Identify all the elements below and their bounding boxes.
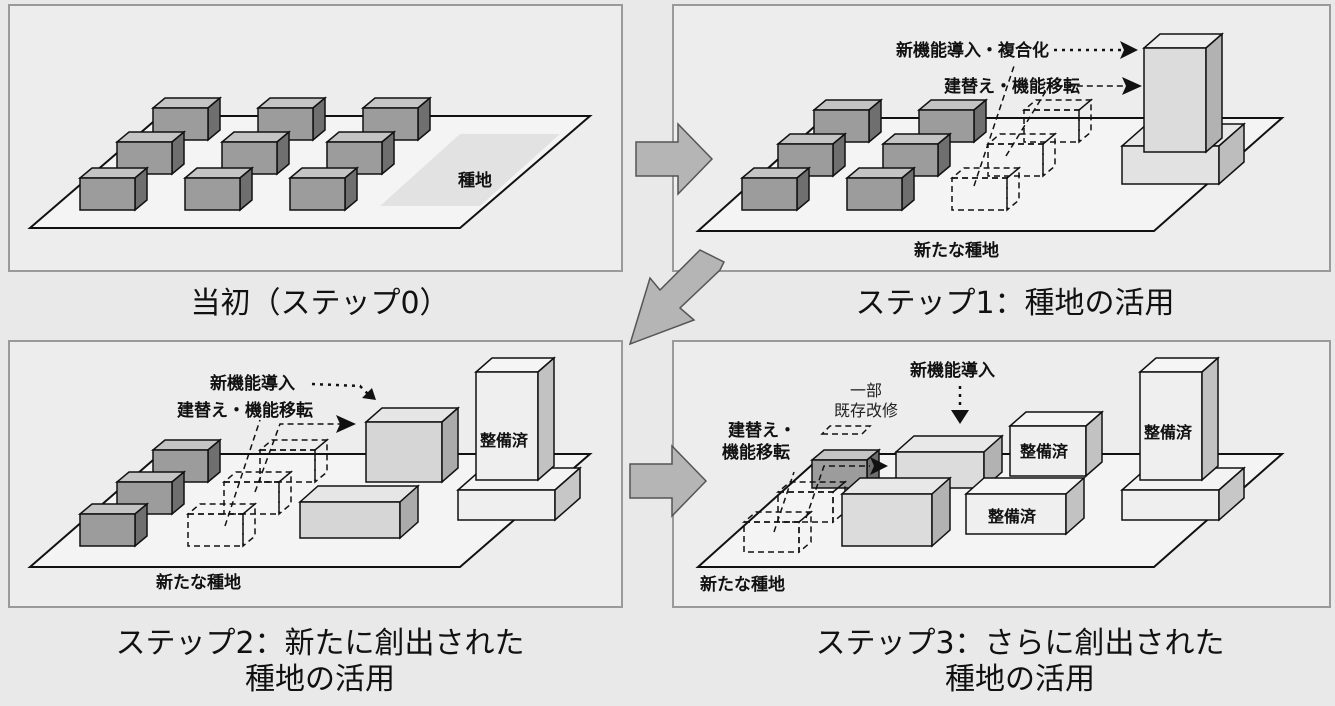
existing-building [880,132,953,178]
existing-building [77,166,150,212]
caption-line: 種地の活用 [945,662,1095,697]
seed-land-shading [380,134,560,206]
caption-line: 種地の活用 [245,662,395,697]
relocation-path [224,419,340,527]
seed-land-label: 種地 [458,170,492,191]
dark-arrow-icon [1122,77,1142,95]
rebuild-label: 機能移転 [722,442,790,463]
existing-building [287,166,360,212]
new-function-label: 新機能導入・複合化 [896,40,1049,61]
partial-renovation-label: 一部 [850,381,882,400]
step1-panel: 新機能導入・複合化 建替え・機能移転 新たな種地 [672,4,1331,272]
done-label: 整備済 [1019,442,1069,461]
renewed-building [894,434,1004,490]
done-label: 整備済 [1143,423,1193,442]
dotted-arrow-icon [951,410,969,424]
new-tall-building [1120,32,1246,186]
renewed-building [298,484,420,540]
flow-arrow-diagonal-icon [628,249,726,346]
step2-panel: 整備済 新機能導入 建替え・機能移転 新たな種地 [8,340,623,608]
dark-arrow-icon [336,415,356,433]
done-label: 整備済 [987,507,1037,526]
existing-building [182,166,255,212]
renewed-building [840,476,952,548]
step1-diagram: 新機能導入・複合化 建替え・機能移転 新たな種地 [695,32,1285,261]
caption-line: ステップ1：種地の活用 [855,286,1175,321]
renewed-building [364,406,460,484]
dotted-arrow-line [311,382,369,395]
new-land-label: 新たな種地 [914,240,999,261]
relocation-path [973,65,1124,187]
step2-caption: ステップ2：新たに創出された 種地の活用 [60,626,580,698]
step0-diagram: 種地 [27,96,593,229]
partial-renovation-label: 既存改修 [834,401,898,420]
existing-building [739,166,812,212]
new-function-label: 新機能導入 [910,360,995,381]
dotted-arrow-icon [362,388,376,400]
removed-building-outline [185,438,330,548]
new-land-label: 新たな種地 [156,572,241,593]
step3-caption: ステップ3：さらに創出された 種地の活用 [760,626,1280,698]
existing-building [77,502,150,548]
step1-caption: ステップ1：種地の活用 [780,286,1250,322]
caption-line: ステップ2：新たに創出された [115,626,525,661]
new-function-label: 新機能導入 [210,373,295,394]
done-label: 整備済 [479,431,529,450]
flow-arrow-right-icon [635,122,714,196]
rebuild-label: 建替え・機能移転 [177,400,313,421]
done-building: 整備済 [1008,410,1104,478]
step3-panel: 整備済 整備済 整備済 新機能導入 一部 既存改修 建替え・ 機能移転 新たな種… [672,340,1331,608]
step2-diagram: 整備済 新機能導入 建替え・機能移転 新たな種地 [27,356,593,593]
step3-diagram: 整備済 整備済 整備済 新機能導入 一部 既存改修 建替え・ 機能移転 新たな種… [695,356,1285,595]
rebuild-label: 建替え・機能移転 [944,76,1080,97]
dotted-arrow-icon [1120,41,1138,59]
existing-building [844,166,917,212]
relocation-path [773,465,870,533]
done-building: 整備済 [964,476,1086,536]
dark-arrow-icon [870,457,888,475]
caption-line: 当初（ステップ0） [190,286,450,321]
caption-line: ステップ3：さらに創出された [815,626,1225,661]
step0-caption: 当初（ステップ0） [120,286,520,322]
done-building: 整備済 [456,356,582,522]
step0-panel: 種地 [8,4,623,272]
done-building: 整備済 [1120,356,1246,522]
removed-building-outline [949,98,1094,212]
new-land-label: 新たな種地 [700,574,785,595]
flow-arrow-right-icon [629,444,708,518]
rebuild-label: 建替え・ [728,420,796,441]
